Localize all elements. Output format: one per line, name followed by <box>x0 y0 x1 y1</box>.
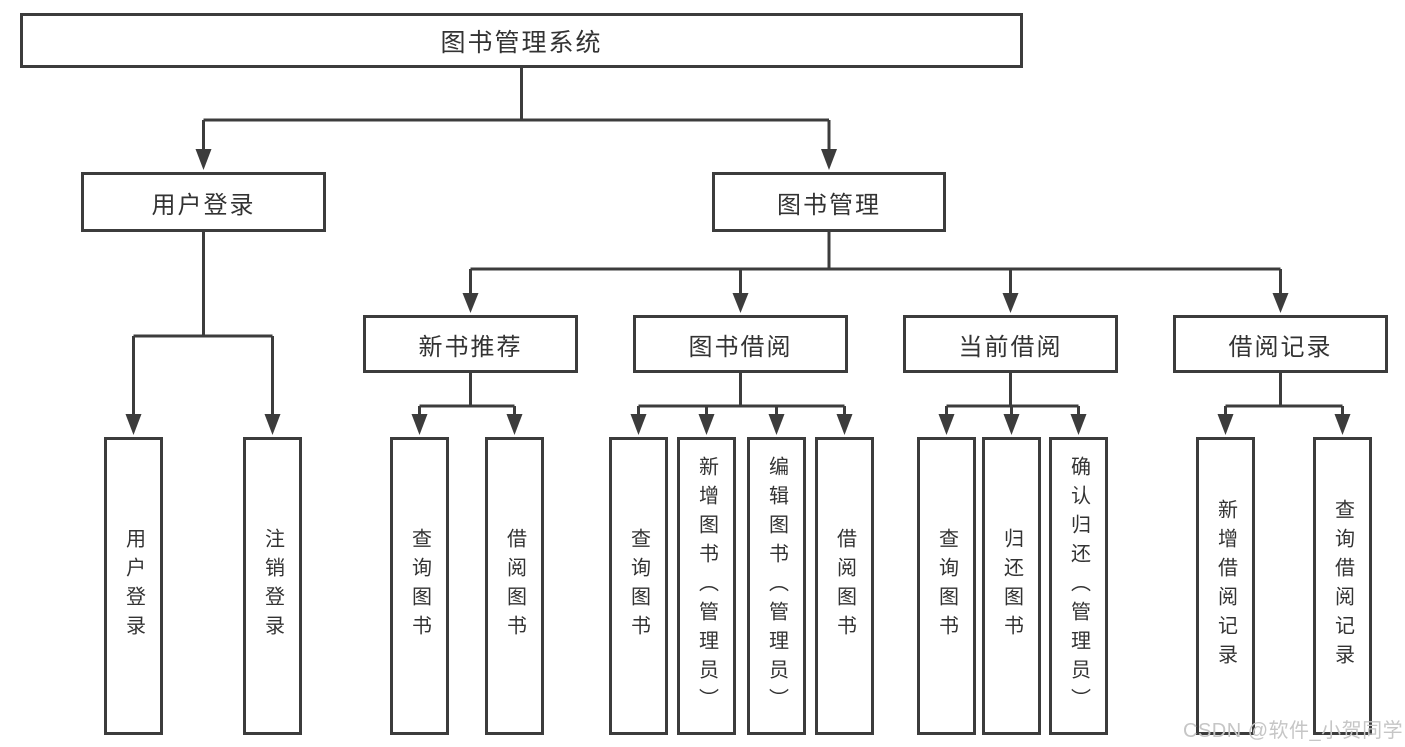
node-label: 新书推荐 <box>418 333 523 361</box>
node-label: 图书管理 <box>777 191 881 219</box>
leaf-records-add-record: 新增借阅记录 <box>1196 437 1255 735</box>
leaf-recommend-query-book: 查询图书 <box>390 437 449 735</box>
node-label: 借阅图书 <box>833 528 856 644</box>
node-new-book-recommend: 新书推荐 <box>363 315 578 373</box>
node-current-borrow: 当前借阅 <box>903 315 1118 373</box>
node-book-borrow: 图书借阅 <box>633 315 848 373</box>
node-label: 查询图书 <box>408 528 431 644</box>
node-label: 编辑图书（管理员） <box>765 455 788 717</box>
leaf-borrow-borrow-book: 借阅图书 <box>815 437 874 735</box>
node-label: 用户登录 <box>151 191 256 219</box>
node-label: 用户登录 <box>122 528 145 644</box>
node-label: 图书管理系统 <box>440 28 603 57</box>
node-label: 查询图书 <box>627 528 650 644</box>
node-user-login: 用户登录 <box>81 172 326 232</box>
node-label: 确认归还（管理员） <box>1067 455 1090 717</box>
leaf-current-query-book: 查询图书 <box>917 437 976 735</box>
node-label: 新增借阅记录 <box>1214 499 1237 673</box>
node-label: 图书借阅 <box>688 333 793 361</box>
node-label: 新增图书（管理员） <box>695 455 718 717</box>
leaf-current-return-book: 归还图书 <box>982 437 1041 735</box>
node-label: 归还图书 <box>1000 528 1023 644</box>
node-label: 查询借阅记录 <box>1331 499 1354 673</box>
node-borrow-records: 借阅记录 <box>1173 315 1388 373</box>
node-label: 借阅图书 <box>503 528 526 644</box>
leaf-current-confirm-return-admin: 确认归还（管理员） <box>1049 437 1108 735</box>
leaf-recommend-borrow-book: 借阅图书 <box>485 437 544 735</box>
node-library-system: 图书管理系统 <box>20 13 1023 68</box>
leaf-user-login: 用户登录 <box>104 437 163 735</box>
node-label: 注销登录 <box>261 528 284 644</box>
leaf-borrow-query-book: 查询图书 <box>609 437 668 735</box>
node-label: 查询图书 <box>935 528 958 644</box>
leaf-records-query-record: 查询借阅记录 <box>1313 437 1372 735</box>
node-label: 借阅记录 <box>1228 333 1333 361</box>
watermark-text: CSDN @软件_小贺同学 <box>1183 720 1404 742</box>
leaf-logout: 注销登录 <box>243 437 302 735</box>
leaf-borrow-add-book-admin: 新增图书（管理员） <box>677 437 736 735</box>
node-book-management: 图书管理 <box>712 172 946 232</box>
leaf-borrow-edit-book-admin: 编辑图书（管理员） <box>747 437 806 735</box>
node-label: 当前借阅 <box>958 333 1063 361</box>
